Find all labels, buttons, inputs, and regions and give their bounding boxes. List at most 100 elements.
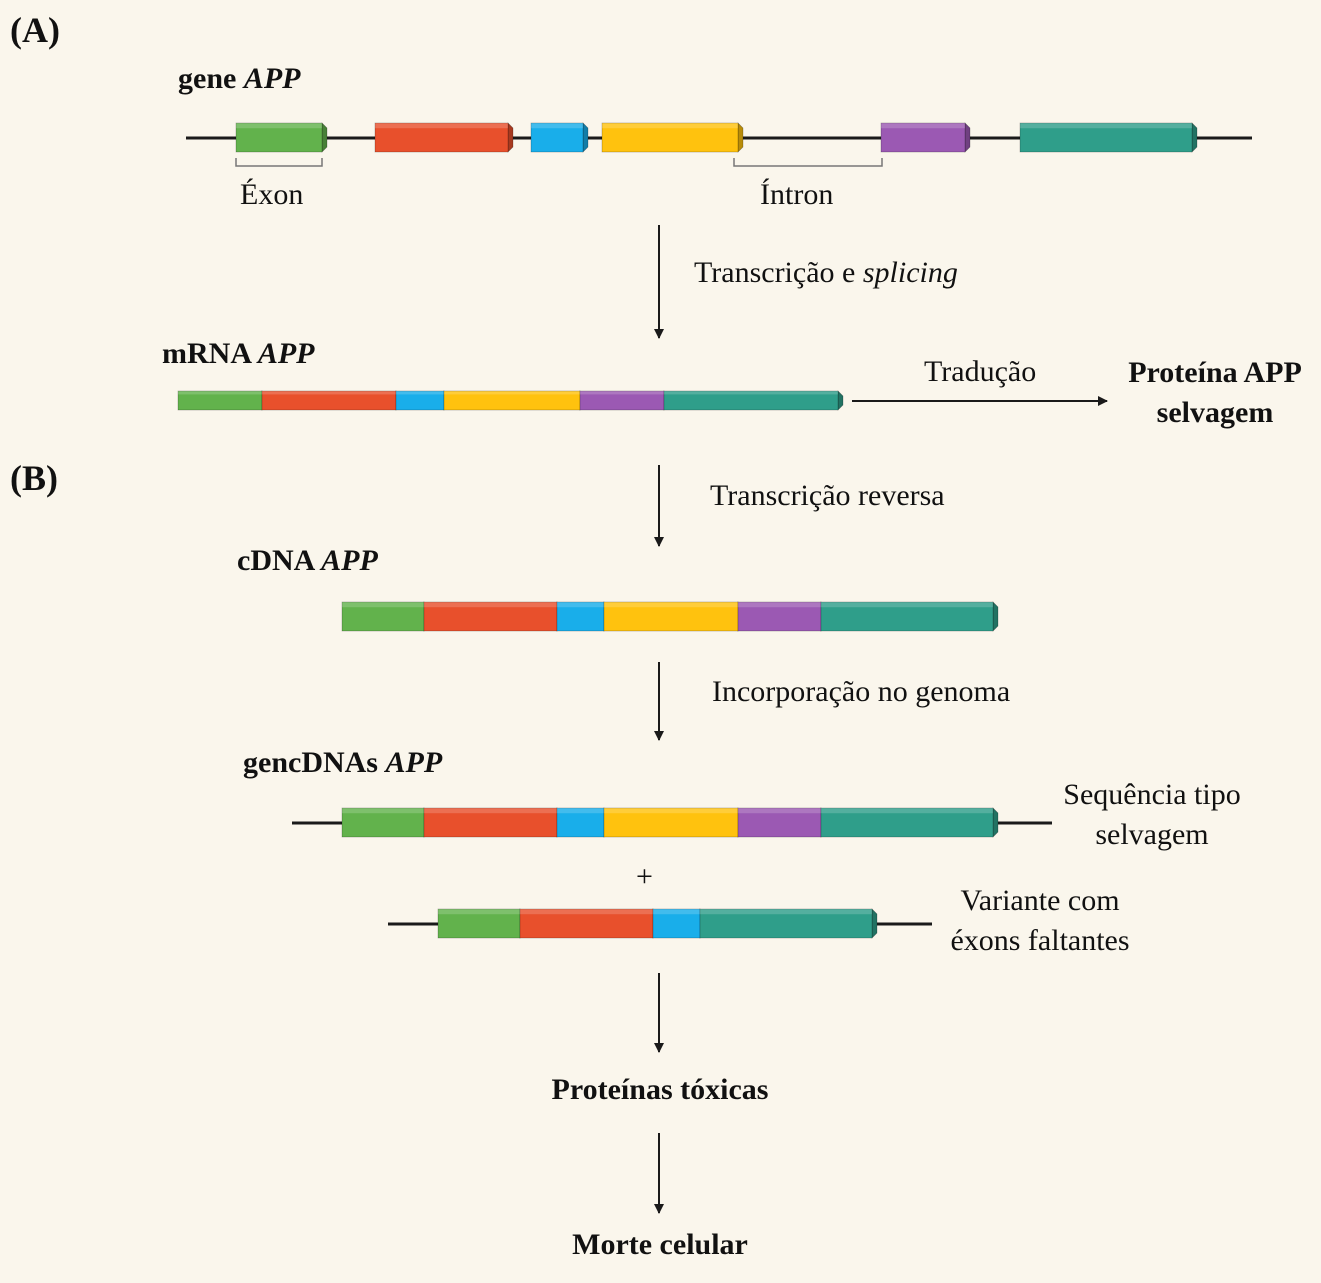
gene-exon-yellow bbox=[601, 122, 744, 153]
mrna-exon-blue-highlight bbox=[396, 391, 444, 395]
cdna-exon-purple-highlight bbox=[738, 602, 821, 608]
reverse-transcription-label: Transcrição reversa bbox=[710, 479, 945, 512]
mrna-exon-teal-highlight bbox=[664, 391, 838, 395]
cell-death-label: Morte celular bbox=[572, 1228, 748, 1261]
cdna-title: cDNA APP bbox=[237, 544, 378, 577]
intron-label: Íntron bbox=[760, 178, 834, 211]
intron-bracket bbox=[733, 158, 883, 167]
cdna-exon-teal-highlight bbox=[821, 602, 993, 608]
variant-exon-blue bbox=[652, 908, 706, 939]
gene-exon-purple-face bbox=[880, 122, 966, 153]
variant-exon-blue-highlight bbox=[653, 909, 700, 915]
wildtype-exon-teal-side bbox=[992, 807, 999, 838]
wildtype-exon-purple bbox=[737, 807, 827, 838]
variant-exon-green bbox=[437, 908, 526, 939]
cdna-exon-teal bbox=[820, 601, 999, 632]
translation-label: Tradução bbox=[924, 355, 1037, 388]
gene-exon-blue-highlight bbox=[531, 123, 583, 129]
wildtype-exon-yellow-face bbox=[603, 807, 739, 838]
plus-sign: + bbox=[636, 860, 653, 893]
cdna-exon-teal-side bbox=[992, 601, 999, 632]
mrna-exon-red-highlight bbox=[262, 391, 396, 395]
wildtype-exon-blue-face bbox=[556, 807, 605, 838]
gene-exon-green-highlight bbox=[236, 123, 322, 129]
wildtype-exon-green-face bbox=[341, 807, 425, 838]
gencdna-title: gencDNAs APP bbox=[243, 746, 443, 779]
variant-exon-red-highlight bbox=[520, 909, 653, 915]
mrna-exon-green bbox=[177, 390, 268, 411]
gene-exon-yellow-side bbox=[737, 122, 744, 153]
mrna-title: mRNA APP bbox=[162, 337, 315, 370]
mrna-exon-green-highlight bbox=[178, 391, 262, 395]
mrna-exon-blue bbox=[395, 390, 450, 411]
wildtype-exon-teal bbox=[820, 807, 999, 838]
mrna-exon-yellow-highlight bbox=[444, 391, 580, 395]
incorporation-label: Incorporação no genoma bbox=[712, 675, 1011, 708]
cdna-exon-yellow-face bbox=[603, 601, 739, 632]
mrna-exon-teal-face bbox=[663, 390, 839, 411]
panel-label-b: (B) bbox=[10, 458, 58, 498]
mrna-exon-teal-side bbox=[837, 390, 844, 411]
wildtype-label: Sequência tipo selvagem bbox=[1063, 778, 1241, 851]
protein-label: Proteína APP selvagem bbox=[1128, 356, 1302, 429]
cdna-exon-blue-face bbox=[556, 601, 605, 632]
exon-label: Éxon bbox=[240, 178, 304, 211]
gene-exon-teal-face bbox=[1019, 122, 1193, 153]
variant-exon-green-face bbox=[437, 908, 521, 939]
variant-exon-teal-face bbox=[699, 908, 873, 939]
cdna-exon-purple-face bbox=[737, 601, 822, 632]
cdna-exon-green bbox=[341, 601, 430, 632]
wildtype-exon-blue bbox=[556, 807, 610, 838]
wildtype-exon-red-highlight bbox=[424, 808, 557, 814]
gene-exon-red-side bbox=[507, 122, 514, 153]
transcription-label: Transcrição e splicing bbox=[694, 256, 958, 289]
wildtype-exon-teal-highlight bbox=[821, 808, 993, 814]
gene-exon-red-face bbox=[374, 122, 509, 153]
process-arrows bbox=[654, 225, 1108, 1214]
cdna-exon-yellow bbox=[603, 601, 744, 632]
wildtype-exon-teal-face bbox=[820, 807, 994, 838]
gene-exon-green bbox=[235, 122, 328, 153]
cdna-exon-purple bbox=[737, 601, 827, 632]
toxic-proteins-label: Proteínas tóxicas bbox=[551, 1073, 769, 1106]
mrna-exon-yellow bbox=[443, 390, 586, 411]
gene-exon-yellow-face bbox=[601, 122, 739, 153]
cdna-exon-red-face bbox=[423, 601, 558, 632]
wildtype-exon-green bbox=[341, 807, 430, 838]
variant-exon-teal bbox=[699, 908, 878, 939]
variant-label: Variante com éxons faltantes bbox=[950, 884, 1130, 957]
mrna-exon-teal bbox=[663, 390, 844, 411]
cdna-exon-blue-highlight bbox=[557, 602, 604, 608]
gene-exon-green-face bbox=[235, 122, 323, 153]
cdna-exon-teal-face bbox=[820, 601, 994, 632]
variant-exon-blue-face bbox=[652, 908, 701, 939]
mrna-exon-red bbox=[261, 390, 402, 411]
gene-exon-purple-side bbox=[964, 122, 971, 153]
variant-exon-teal-highlight bbox=[700, 909, 872, 915]
gene-exon-blue-side bbox=[582, 122, 589, 153]
wildtype-exon-yellow-highlight bbox=[604, 808, 738, 814]
gene-exon-red-highlight bbox=[375, 123, 508, 129]
cdna-exon-green-face bbox=[341, 601, 425, 632]
gene-exon-green-side bbox=[321, 122, 328, 153]
wildtype-exon-red bbox=[423, 807, 563, 838]
gene-exon-purple-highlight bbox=[881, 123, 965, 129]
wildtype-exon-red-face bbox=[423, 807, 558, 838]
exon-blocks bbox=[177, 122, 1198, 939]
cdna-exon-blue bbox=[556, 601, 610, 632]
gene-exon-teal-highlight bbox=[1020, 123, 1192, 129]
wildtype-exon-yellow bbox=[603, 807, 744, 838]
wildtype-exon-purple-highlight bbox=[738, 808, 821, 814]
cdna-exon-red-highlight bbox=[424, 602, 557, 608]
gene-exon-teal-side bbox=[1191, 122, 1198, 153]
gene-exon-purple bbox=[880, 122, 971, 153]
variant-exon-teal-side bbox=[871, 908, 878, 939]
variant-exon-red bbox=[519, 908, 659, 939]
mrna-exon-purple bbox=[579, 390, 670, 411]
wildtype-exon-blue-highlight bbox=[557, 808, 604, 814]
panel-label-a: (A) bbox=[10, 10, 60, 50]
wildtype-exon-green-highlight bbox=[342, 808, 424, 814]
mrna-exon-purple-highlight bbox=[580, 391, 664, 395]
